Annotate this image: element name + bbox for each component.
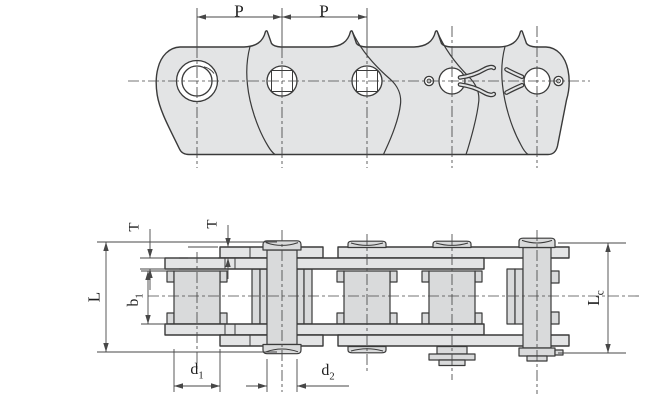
dim-label-pitch-1: P: [234, 1, 244, 21]
d2-extension-lines: [266, 359, 298, 392]
Lc-extension-lines: [558, 242, 626, 354]
dim-label-connecting-pin-length: Lc: [584, 290, 607, 306]
clip-tab: [554, 349, 564, 356]
pin: [262, 240, 302, 355]
plan-view: [148, 230, 642, 394]
dim-label-pin-diameter: d2: [321, 362, 335, 383]
d1-extension-lines: [173, 349, 221, 392]
pitch-extension-lines: [196, 8, 368, 47]
bush-slivers: [251, 268, 560, 325]
side-view-centerlines: [128, 26, 590, 168]
T1-extension-lines: [140, 257, 179, 270]
plate-overlap-line: [436, 30, 480, 156]
dim-label-roller-diameter: d1: [190, 361, 204, 382]
side-view: [128, 26, 590, 168]
plate-overlap-line: [501, 45, 529, 156]
plate-overlap-line: [246, 45, 276, 156]
dim-label-thickness-1: T: [126, 222, 143, 232]
dim-label-pin-length: L: [84, 291, 104, 303]
dimension-annotations: [97, 8, 626, 392]
T2-extension-lines: [188, 246, 218, 259]
plate-overlap-line: [351, 30, 402, 156]
inner-plate-bar: [164, 323, 485, 336]
b1-extension-lines: [141, 270, 170, 325]
L-extension-lines: [97, 241, 277, 353]
dim-label-pitch-2: P: [319, 1, 329, 21]
plan-view-centerlines: [148, 230, 642, 394]
dim-label-inner-width: b1: [125, 293, 146, 307]
inner-plate-bar: [164, 257, 485, 270]
dim-label-thickness-2: T: [204, 219, 221, 229]
